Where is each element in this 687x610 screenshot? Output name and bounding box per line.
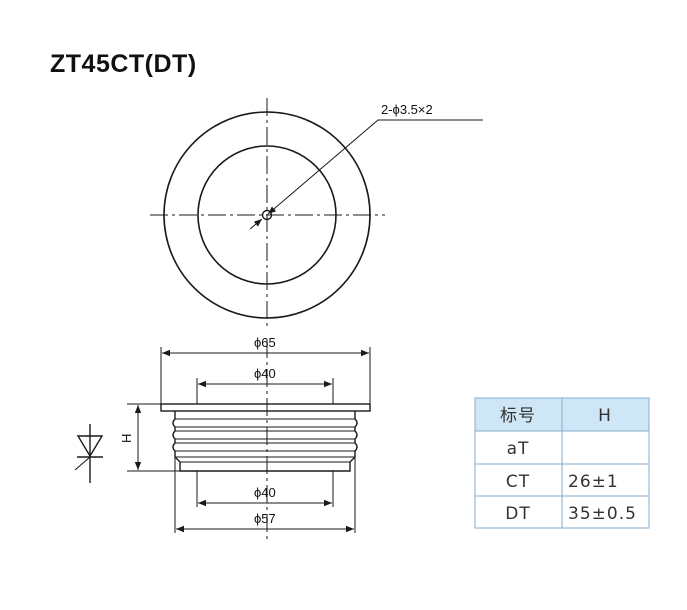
ceramic-body	[172, 411, 358, 472]
drawing-title: ZT45CT(DT)	[50, 50, 197, 78]
dim-top-pole-diameter: ϕ40	[254, 366, 276, 381]
flange	[160, 403, 371, 412]
table-cell-code: DT	[505, 504, 530, 524]
dimension-lines	[134, 349, 369, 533]
table-cell-h: 26±1	[568, 472, 619, 492]
hole-leader-tail	[249, 218, 263, 230]
table-cell-h: 35±0.5	[568, 504, 637, 524]
table-header-h: H	[598, 406, 612, 426]
side-view	[127, 340, 371, 540]
dim-bottom-pole-diameter: ϕ40	[254, 485, 276, 500]
thyristor-symbol	[74, 424, 104, 483]
dim-height: H	[119, 434, 134, 443]
spec-table: 标号 H aT CT 26±1 DT 35±0.5	[474, 397, 650, 529]
hole-callout-label: 2-ϕ3.5×2	[381, 102, 433, 117]
table-header-code: 标号	[500, 406, 536, 426]
top-view	[150, 98, 483, 330]
dim-body-diameter: ϕ57	[254, 511, 276, 526]
dim-outer-diameter: ϕ65	[254, 335, 276, 350]
hole-leader	[267, 119, 483, 215]
table-cell-code: CT	[506, 472, 530, 492]
table-cell-code: aT	[507, 439, 530, 459]
